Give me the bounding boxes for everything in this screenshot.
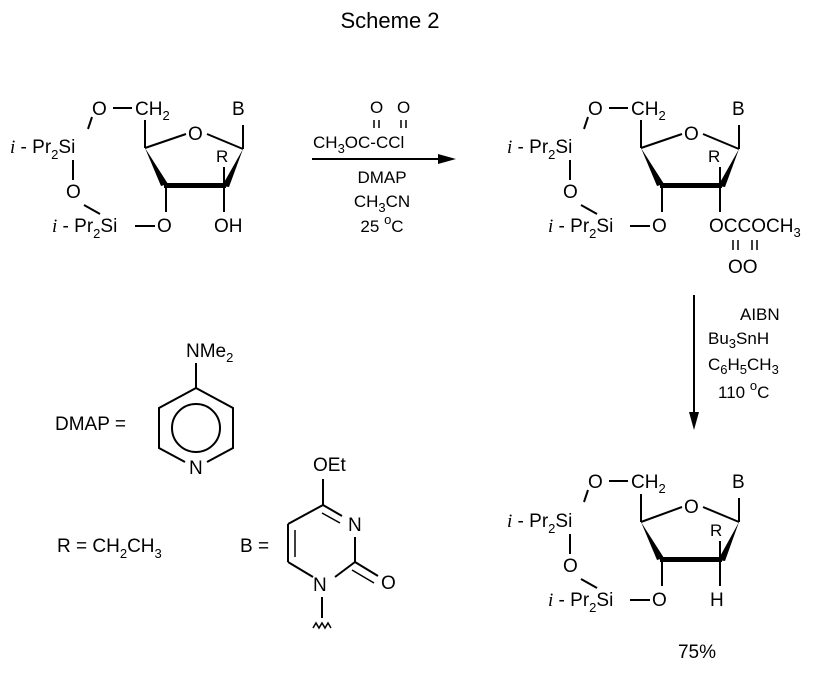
prod-silyl-top: i - Pr2Si bbox=[507, 511, 572, 536]
b-carbonyl-o: O bbox=[381, 573, 396, 594]
attachment-squiggle bbox=[312, 621, 332, 630]
sm-o-link: O bbox=[92, 99, 107, 120]
intermediate: O CH2 B O R i - Pr2Si O i - Pr2Si O OCCO… bbox=[507, 99, 801, 278]
sm-silyl-top: i - Pr2Si bbox=[10, 137, 75, 162]
int-o-bridge: O bbox=[563, 182, 578, 203]
b-n3: N bbox=[348, 515, 362, 536]
int-ring-oxygen: O bbox=[684, 124, 699, 145]
yield-label: 75% bbox=[678, 642, 716, 663]
reagent-methyl-oxalyl-chloride: CH3OC-CCl bbox=[313, 133, 404, 156]
prod-r-group: R bbox=[710, 521, 722, 540]
scheme-title: Scheme 2 bbox=[340, 8, 439, 33]
solvent-toluene: C6H5CH3 bbox=[708, 355, 779, 377]
b-oet: OEt bbox=[313, 455, 346, 476]
sm-r-group: R bbox=[216, 147, 228, 166]
reagent-o1: O bbox=[370, 98, 383, 117]
int-r-group: R bbox=[708, 147, 720, 166]
dmap-nme2: NMe2 bbox=[186, 341, 233, 365]
sm-ring-oxygen: O bbox=[188, 124, 203, 145]
b-label: B = bbox=[240, 536, 269, 557]
prod-base: B bbox=[732, 472, 745, 493]
starting-material: O CH2 B O R i - Pr2Si O i - Pr2Si O OH bbox=[10, 99, 245, 241]
prod-o-link: O bbox=[588, 472, 603, 493]
sm-wedge-left bbox=[145, 148, 168, 186]
initiator-aibn: AIBN bbox=[740, 305, 780, 324]
r-definition: R = CH2CH3 bbox=[57, 536, 162, 561]
prod-o3: O bbox=[652, 590, 667, 611]
int-carbonyl-oxygens: OO bbox=[728, 257, 758, 278]
product: O CH2 B O R i - Pr2Si O i - Pr2Si O H 75… bbox=[507, 472, 745, 663]
int-silyl-top: i - Pr2Si bbox=[507, 137, 572, 162]
sm-silyl-bottom: i - Pr2Si bbox=[52, 216, 117, 241]
step2-temperature: 110 oC bbox=[718, 378, 769, 402]
reagent-tributyltin-hydride: Bu3SnH bbox=[708, 329, 769, 351]
step2-conditions: AIBN Bu3SnH C6H5CH3 110 oC bbox=[689, 295, 780, 430]
prod-silyl-bottom: i - Pr2Si bbox=[548, 590, 613, 615]
sm-o3: O bbox=[157, 216, 172, 237]
dmap-label: DMAP = bbox=[55, 414, 126, 435]
int-base: B bbox=[732, 99, 745, 120]
step1-temperature: 25 oC bbox=[360, 212, 403, 236]
dmap-ring-n: N bbox=[189, 458, 203, 479]
int-o-link: O bbox=[588, 99, 603, 120]
sm-bold-bond bbox=[164, 183, 226, 188]
sm-ch2: CH2 bbox=[135, 99, 170, 123]
reagent-o2: O bbox=[397, 98, 410, 117]
sm-oh: OH bbox=[214, 216, 243, 237]
int-o3: O bbox=[652, 216, 667, 237]
int-ch2: CH2 bbox=[631, 99, 666, 123]
int-silyl-bottom: i - Pr2Si bbox=[548, 216, 613, 241]
catalyst-dmap: DMAP bbox=[357, 168, 406, 187]
step1-arrowhead bbox=[438, 154, 456, 164]
dmap-definition: DMAP = NMe2 N bbox=[55, 341, 234, 479]
solvent-acetonitrile: CH3CN bbox=[354, 192, 410, 215]
sm-wedge-right bbox=[222, 149, 243, 187]
prod-ch2: CH2 bbox=[631, 472, 666, 496]
prod-h: H bbox=[710, 590, 724, 611]
step2-arrowhead bbox=[689, 412, 699, 430]
sm-o-bridge: O bbox=[66, 182, 81, 203]
int-ester: OCCOCH3 bbox=[709, 216, 801, 240]
prod-o-bridge: O bbox=[563, 556, 578, 577]
prod-ring-oxygen: O bbox=[684, 497, 699, 518]
step1-conditions: O O CH3OC-CCl DMAP CH3CN 25 oC bbox=[312, 98, 456, 236]
base-definition: B = OEt N N O bbox=[240, 455, 396, 630]
b-n1: N bbox=[313, 575, 327, 596]
sm-base: B bbox=[232, 99, 245, 120]
